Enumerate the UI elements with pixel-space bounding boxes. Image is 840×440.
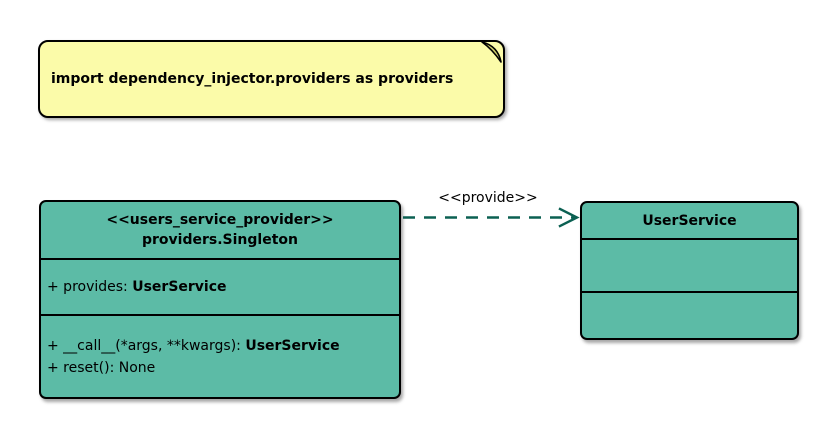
- class-providers-singleton: <<users_service_provider>> providers.Sin…: [39, 200, 401, 399]
- method-reset: + reset(): None: [47, 359, 156, 376]
- class-name: UserService: [642, 212, 737, 229]
- class-methods: + __call__(*args, **kwargs): UserService…: [41, 316, 399, 397]
- class-attributes-empty: [582, 240, 797, 293]
- note-fold-icon: [481, 41, 502, 63]
- class-userservice: UserService: [580, 201, 799, 340]
- class-attributes: + provides: UserService: [41, 260, 399, 316]
- attribute-provides: + provides: UserService: [47, 279, 227, 295]
- class-stereotype: <<users_service_provider>>: [106, 212, 334, 228]
- open-arrowhead-icon: [558, 207, 580, 228]
- class-methods-empty: [582, 293, 797, 338]
- dependency-label: <<provide>>: [438, 190, 538, 206]
- import-note: import dependency_injector.providers as …: [38, 40, 505, 118]
- class-header: UserService: [582, 203, 797, 240]
- class-header: <<users_service_provider>> providers.Sin…: [41, 202, 399, 260]
- import-note-text: import dependency_injector.providers as …: [51, 71, 454, 87]
- method-call: + __call__(*args, **kwargs): UserService: [47, 337, 340, 354]
- class-name: providers.Singleton: [142, 232, 298, 248]
